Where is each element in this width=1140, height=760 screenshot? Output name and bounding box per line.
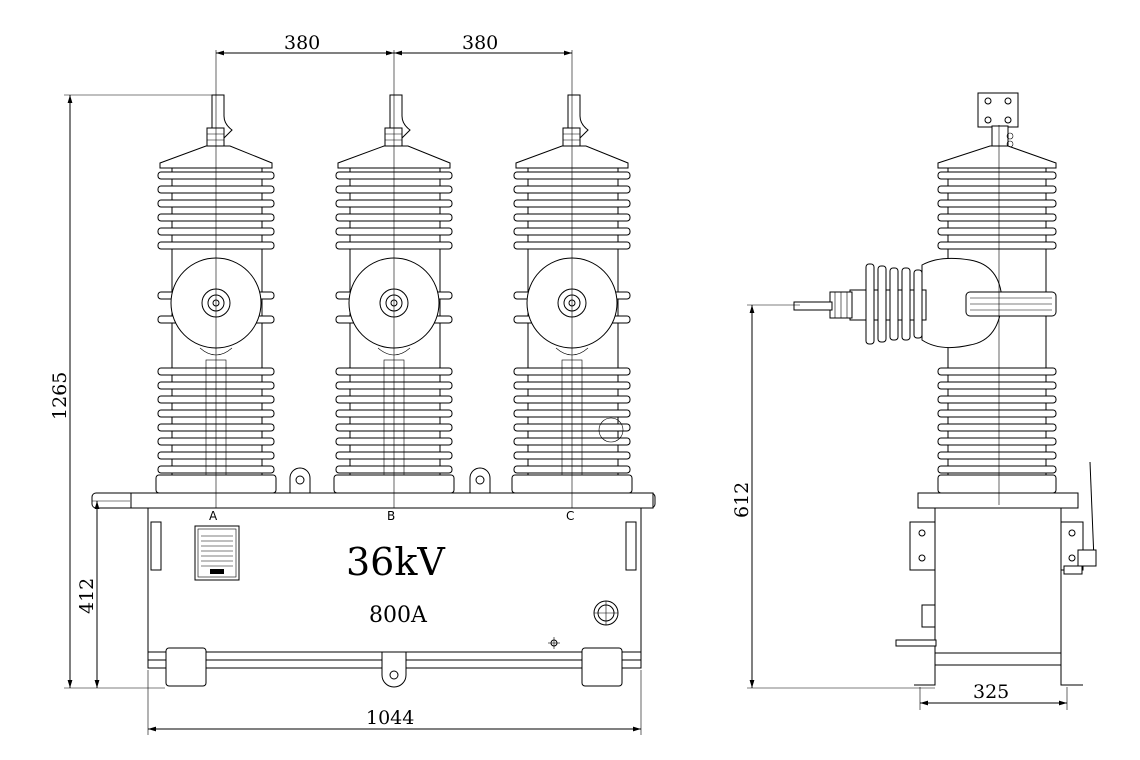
dim-terminal-height: 612 [731, 482, 753, 518]
front-view: A B C 36kV 800A 380 380 1265 412 1044 [49, 32, 656, 735]
tank [91, 492, 656, 688]
current-rating: 800A [369, 603, 428, 628]
phase-label-b: B [387, 509, 395, 523]
lifting-eye-1 [289, 467, 311, 494]
dim-side-depth: 325 [973, 681, 1009, 703]
lifting-eye-2 [469, 467, 491, 494]
nameplate [194, 525, 240, 581]
phase-label-c: C [566, 509, 574, 523]
dim-tank-width: 1044 [366, 707, 414, 729]
dim-tank-height: 412 [76, 578, 98, 614]
pole-c [511, 94, 633, 494]
pole-a [155, 94, 277, 494]
voltage-rating: 36kV [346, 540, 445, 584]
dim-phase-spacing-2: 380 [462, 32, 498, 54]
dim-total-height: 1265 [49, 372, 71, 420]
dim-phase-spacing-1: 380 [284, 32, 320, 54]
phase-label-a: A [209, 509, 218, 523]
side-view: 612 325 [731, 92, 1097, 710]
